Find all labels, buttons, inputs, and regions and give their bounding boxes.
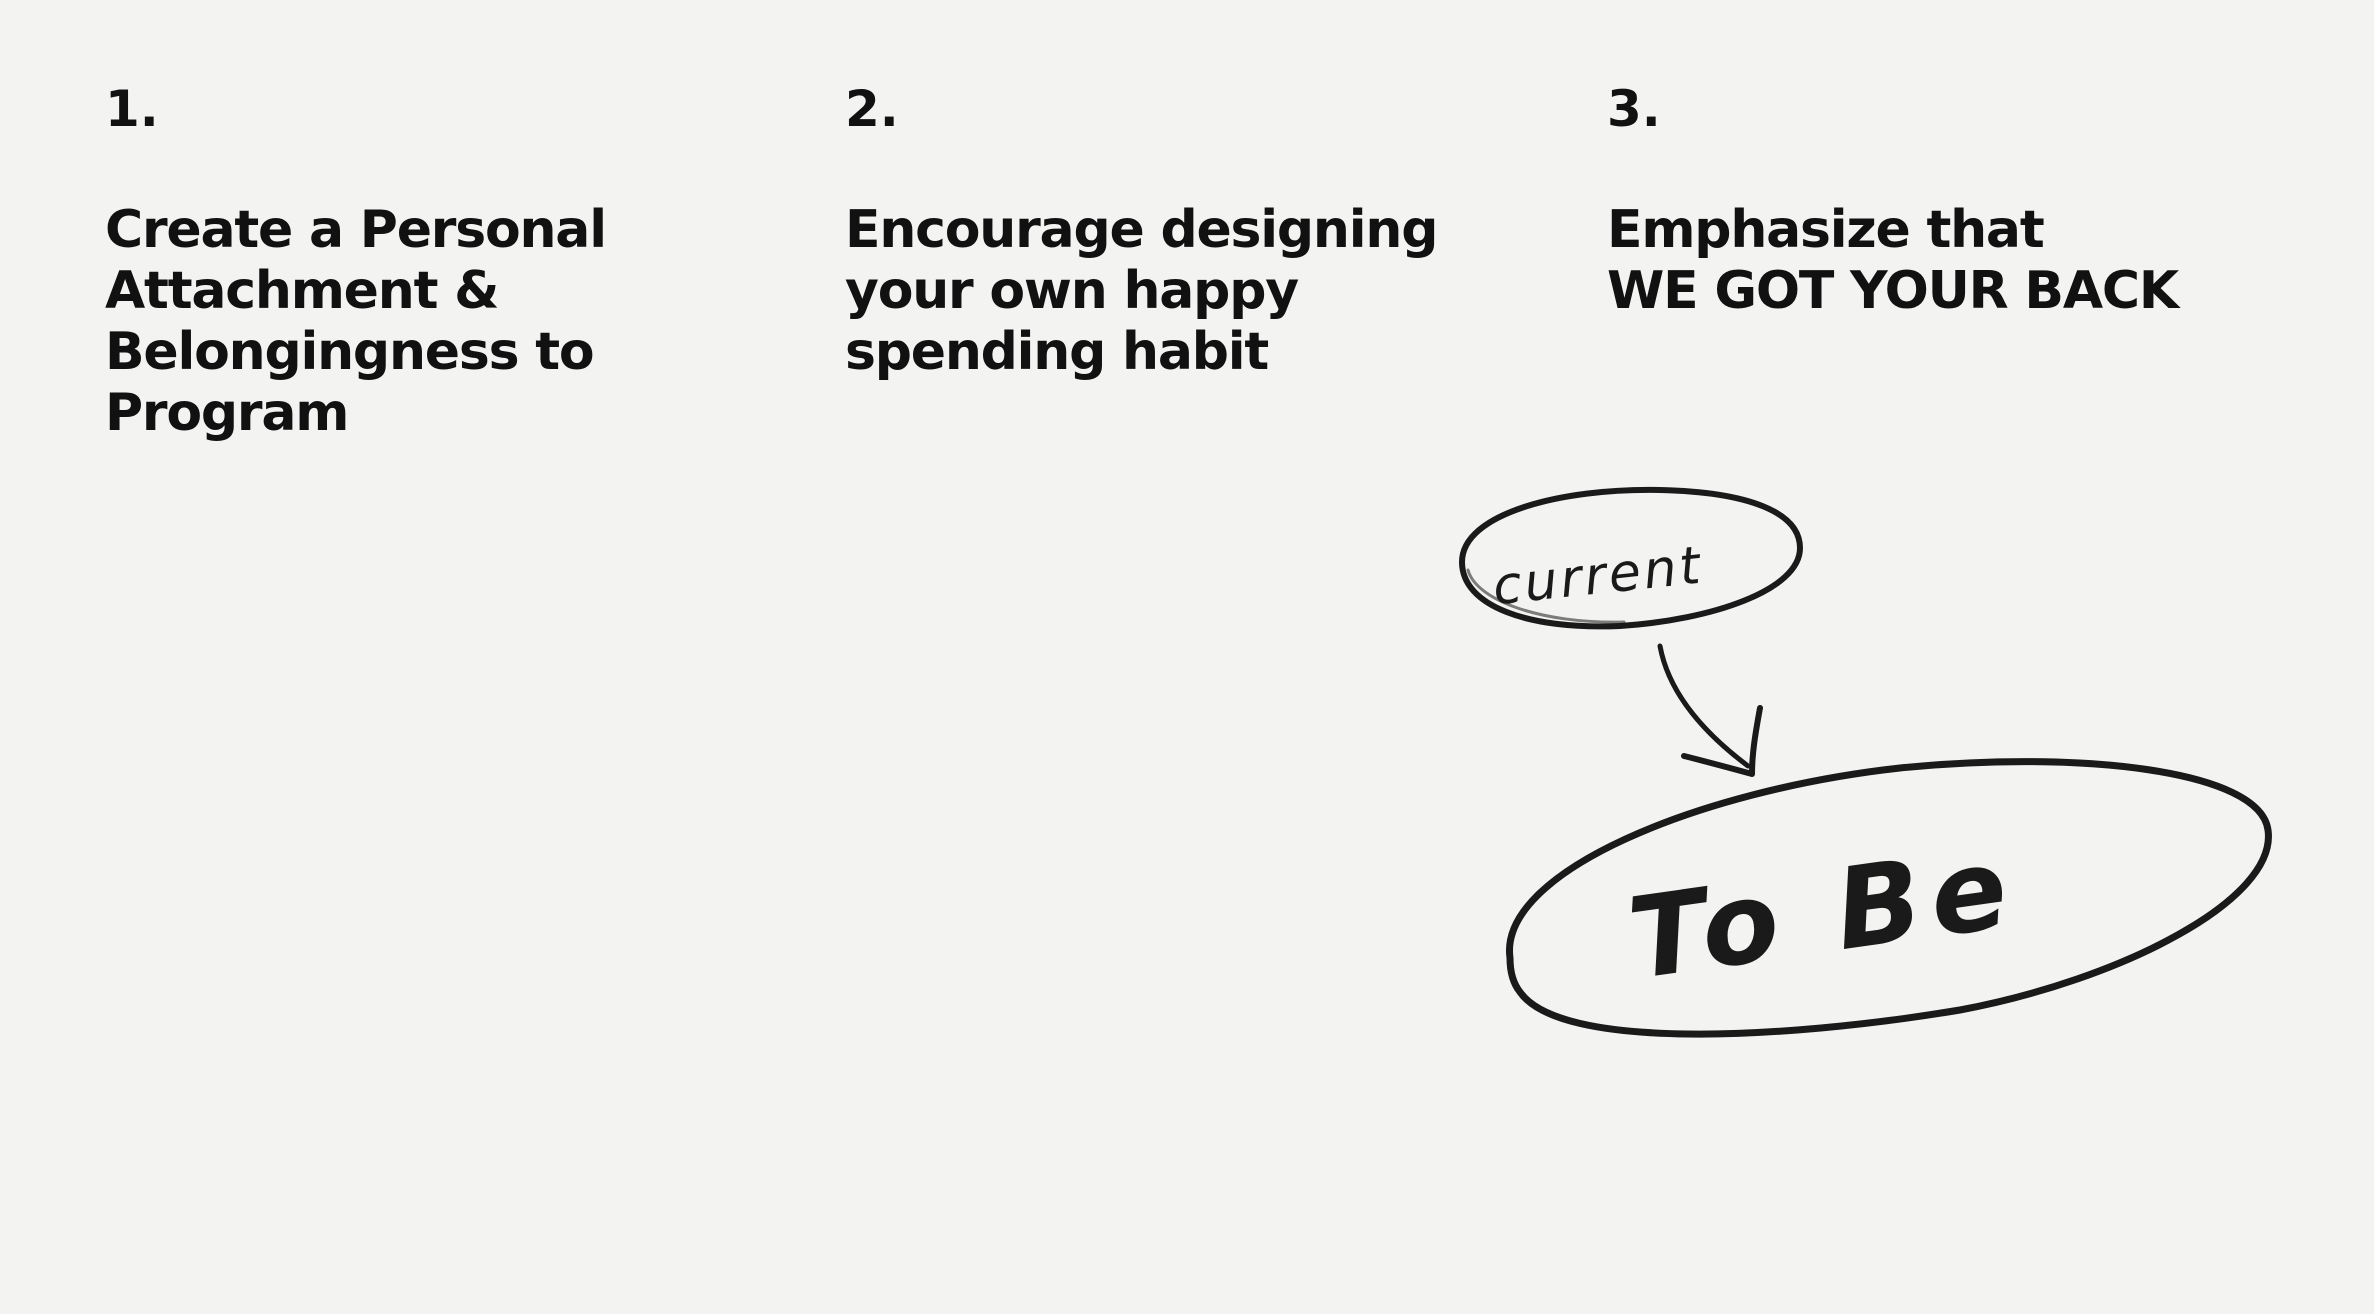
principle-1-heading: Create a Personal Attachment & Belonging… [105,200,765,444]
principle-3: 3. Emphasize that WE GOT YOUR BACK [1607,78,2327,322]
principle-2-heading: Encourage designing your own happy spend… [845,200,1525,383]
principle-1-line-1: Create a Personal [105,200,607,260]
principle-2-line-1: Encourage designing [845,200,1438,260]
principle-3-line-1: Emphasize that [1607,200,2045,260]
principle-2-line-2: your own happy [845,261,1299,321]
to-be-label: To Be [1621,822,2025,1005]
arrow-down-icon [1657,643,1751,769]
principle-2-line-3: spending habit [845,322,1269,382]
principle-3-line-2: WE GOT YOUR BACK [1607,261,2179,321]
current-bubble [1459,486,1803,630]
principle-1-line-3: Belongingness to [105,322,595,382]
principle-1: 1. Create a Personal Attachment & Belong… [105,78,765,444]
principle-1-line-4: Program [105,383,349,443]
principle-2-number: 2. [845,80,899,138]
current-label: current [1490,536,1706,618]
to-be-ellipse [1506,758,2272,1038]
principle-2: 2. Encourage designing your own happy sp… [845,78,1525,383]
principle-3-heading: Emphasize that WE GOT YOUR BACK [1607,200,2327,322]
principle-3-number: 3. [1607,80,1661,138]
principle-1-line-2: Attachment & [105,261,499,321]
principle-1-number: 1. [105,80,159,138]
